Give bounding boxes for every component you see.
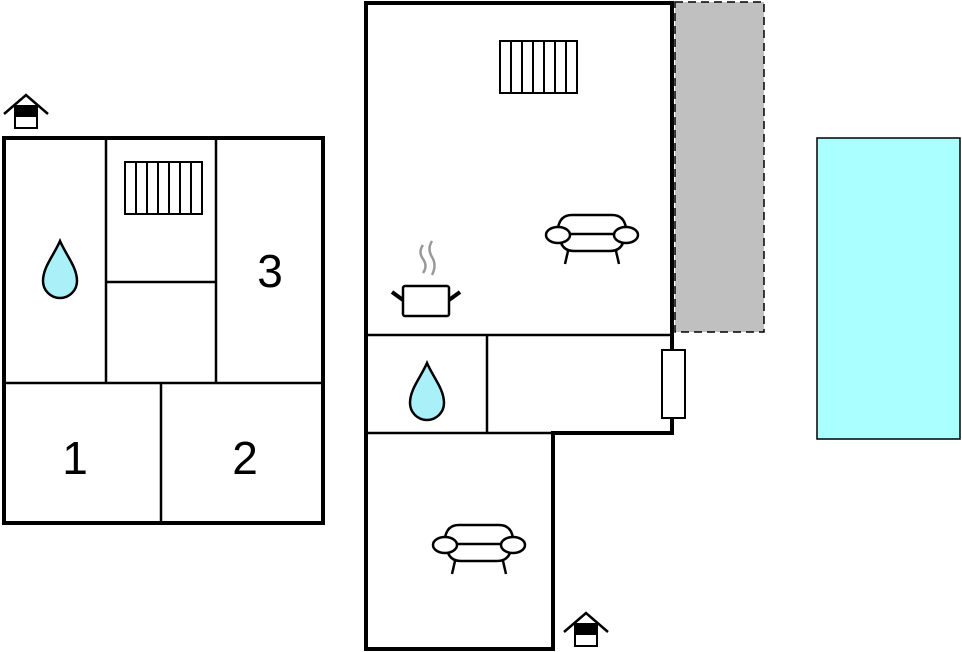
interior-walls [4,138,323,523]
room-label-2: 2 [232,432,258,484]
left-building: 3 1 2 [2,93,325,525]
terrace [674,1,765,333]
window-icon [661,349,686,419]
interior-walls [366,333,672,435]
radiator-icon [499,40,578,94]
room-label-1: 1 [62,432,88,484]
entrance-icon [2,93,50,130]
cooking-pot-icon [390,240,462,318]
room-label-3: 3 [257,245,283,297]
entrance-icon [562,611,610,648]
main-building [364,1,686,651]
swimming-pool [816,137,961,440]
radiator-icon [124,161,203,215]
